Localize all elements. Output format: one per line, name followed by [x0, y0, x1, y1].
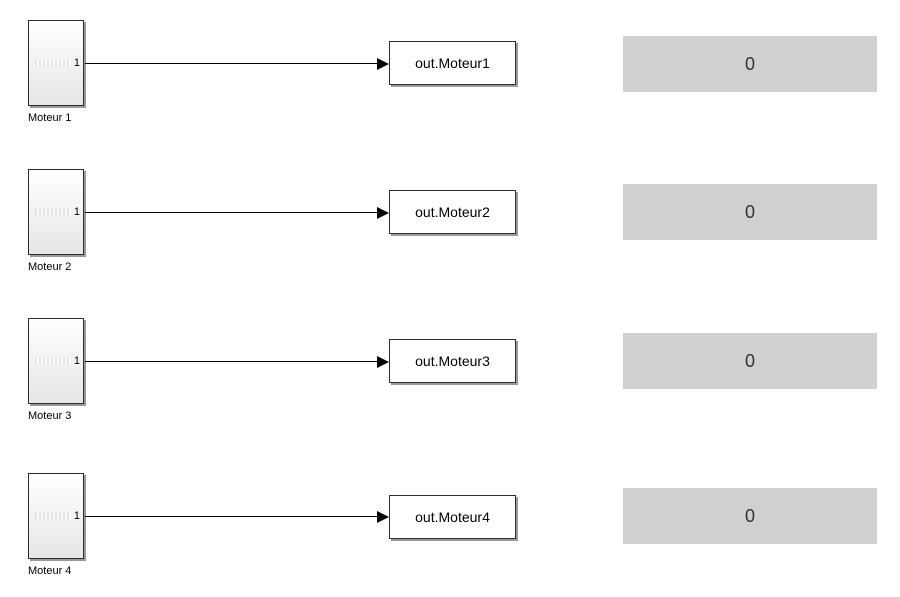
signal-row-2: 1 Moteur 2 out.Moteur2 0 [0, 148, 900, 278]
signal-row-4: 1 Moteur 4 out.Moteur4 0 [0, 452, 900, 582]
output-port-number: 1 [73, 206, 80, 218]
block-label: Moteur 3 [28, 410, 72, 422]
to-workspace-block-moteur4[interactable]: out.Moteur4 [389, 495, 516, 539]
subsystem-block-moteur-1[interactable]: 1 [28, 20, 84, 106]
to-workspace-block-moteur3[interactable]: out.Moteur3 [389, 339, 516, 383]
signal-line[interactable] [85, 63, 379, 64]
output-port-number: 1 [73, 510, 80, 522]
arrowhead-icon [377, 58, 389, 70]
block-icon [35, 59, 71, 67]
output-port-number: 1 [73, 355, 80, 367]
subsystem-block-moteur-2[interactable]: 1 [28, 169, 84, 255]
display-block[interactable]: 0 [623, 333, 877, 389]
display-block[interactable]: 0 [623, 184, 877, 240]
display-block[interactable]: 0 [623, 36, 877, 92]
signal-line[interactable] [85, 361, 379, 362]
subsystem-block-moteur-4[interactable]: 1 [28, 473, 84, 559]
block-label: Moteur 1 [28, 112, 72, 124]
arrowhead-icon [377, 511, 389, 523]
block-icon [35, 208, 71, 216]
to-workspace-block-moteur1[interactable]: out.Moteur1 [389, 41, 516, 85]
arrowhead-icon [377, 207, 389, 219]
signal-line[interactable] [85, 212, 379, 213]
signal-line[interactable] [85, 516, 379, 517]
signal-row-3: 1 Moteur 3 out.Moteur3 0 [0, 296, 900, 426]
to-workspace-block-moteur2[interactable]: out.Moteur2 [389, 190, 516, 234]
block-icon [35, 512, 71, 520]
display-block[interactable]: 0 [623, 488, 877, 544]
signal-row-1: 1 Moteur 1 out.Moteur1 0 [0, 0, 900, 130]
subsystem-block-moteur-3[interactable]: 1 [28, 318, 84, 404]
block-label: Moteur 4 [28, 565, 72, 577]
block-label: Moteur 2 [28, 261, 72, 273]
block-icon [35, 357, 71, 365]
arrowhead-icon [377, 356, 389, 368]
output-port-number: 1 [73, 57, 80, 69]
